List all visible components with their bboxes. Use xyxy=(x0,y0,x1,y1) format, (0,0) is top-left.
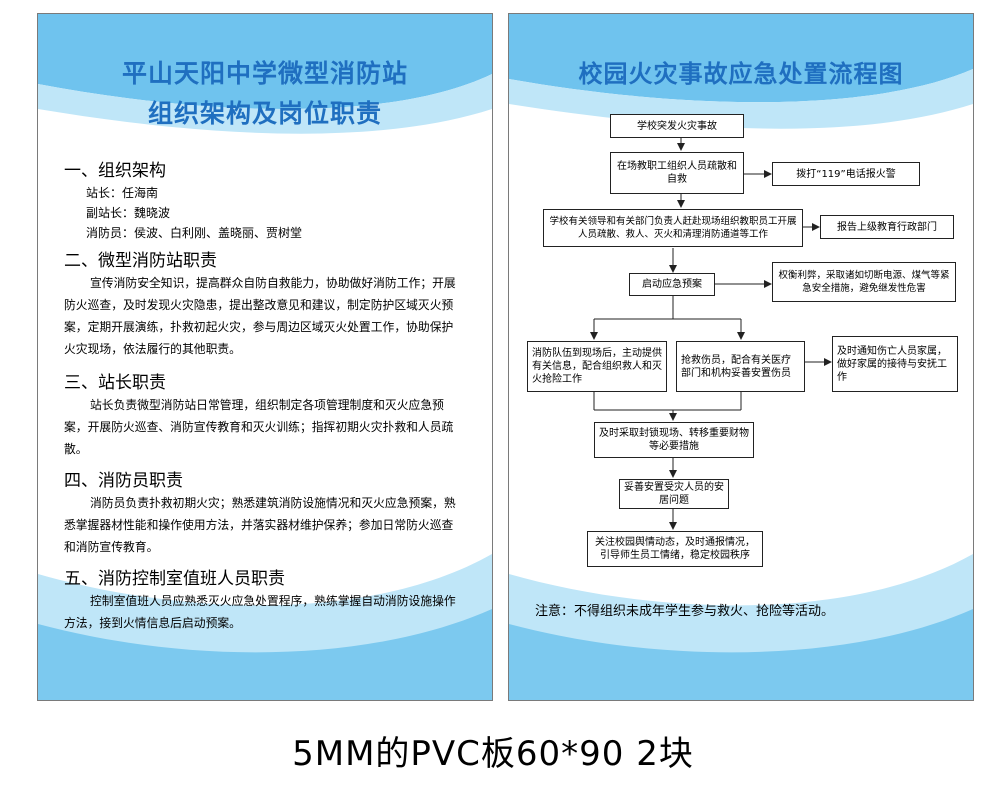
left-board: 平山天阳中学微型消防站 组织架构及岗位职责 一、组织架构 站长：任海南 副站长：… xyxy=(37,13,493,701)
flow-side-call-119: 拨打“119”电话报火警 xyxy=(772,162,920,186)
flow-step-fire-brigade: 消防队伍到现场后，主动提供有关信息，配合组织救人和灭火抢险工作 xyxy=(527,341,667,392)
flow-step-fire-incident: 学校突发火灾事故 xyxy=(610,114,744,138)
firefighter-list: 消防员：侯波、白利刚、盖晓丽、贾树堂 xyxy=(86,226,303,240)
section-heading-org: 一、组织架构 xyxy=(64,161,166,181)
board-title-line1: 平山天阳中学微型消防站 xyxy=(121,59,408,88)
flow-step-activate-plan: 启动应急预案 xyxy=(629,273,715,296)
flow-step-rescue-wounded: 抢救伤员，配合有关医疗部门和机构妥善安置伤员 xyxy=(676,341,805,392)
wave-background xyxy=(509,14,973,700)
flow-step-resettle: 妥善安置受灾人员的安居问题 xyxy=(619,479,729,509)
flow-step-evacuate: 在场教职工组织人员疏散和自救 xyxy=(610,152,744,194)
flow-side-safety-measures: 权衡利弊，采取诸如切断电源、煤气等紧急安全措施，避免继发性危害 xyxy=(772,262,956,302)
wave-background xyxy=(38,14,492,700)
chief-duties-text: 站长负责微型消防站日常管理，组织制定各项管理制度和灭火应急预案，开展防火巡查、消… xyxy=(64,398,454,456)
section-heading-chief-duties: 三、站长职责 xyxy=(64,373,166,393)
flowchart-note: 注意：不得组织未成年学生参与救火、抢险等活动。 xyxy=(535,604,835,619)
flow-step-leaders-organize: 学校有关领导和有关部门负责人赶赴现场组织教职员工开展人员疏散、救人、灭火和清理消… xyxy=(543,209,803,247)
firefighter-duties-text: 消防员负责扑救初期火灾；熟悉建筑消防设施情况和灭火应急预案，熟悉掌握器材性能和操… xyxy=(64,496,456,554)
flow-step-public-opinion: 关注校园舆情动态，及时通报情况，引导师生员工情绪，稳定校园秩序 xyxy=(587,531,763,567)
deputy-chief: 副站长：魏晓波 xyxy=(86,206,171,220)
flowchart-connectors xyxy=(590,138,832,530)
section-heading-control-room: 五、消防控制室值班人员职责 xyxy=(64,569,285,589)
section-heading-station-duties: 二、微型消防站职责 xyxy=(64,251,217,271)
section-heading-firefighter-duties: 四、消防员职责 xyxy=(64,471,183,491)
station-duties-text: 宣传消防安全知识，提高群众自防自救能力，协助做好消防工作；开展防火巡查，及时发现… xyxy=(64,276,456,356)
right-board: 校园火灾事故应急处置流程图 学校突发火灾事故 在场教 xyxy=(508,13,974,701)
control-room-text: 控制室值班人员应熟悉灭火应急处置程序，熟练掌握自动消防设施操作方法，接到火情信息… xyxy=(64,594,456,630)
flow-side-notify-families: 及时通知伤亡人员家属，做好家属的接待与安抚工作 xyxy=(832,336,958,392)
board-title-line2: 组织架构及岗位职责 xyxy=(147,99,382,128)
flow-side-report-bureau: 报告上级教育行政部门 xyxy=(820,215,954,239)
flowchart-title: 校园火灾事故应急处置流程图 xyxy=(578,60,904,88)
product-caption: 5MM的PVC板60*90 2块 xyxy=(292,734,694,774)
station-chief: 站长：任海南 xyxy=(86,186,159,200)
flow-step-secure-scene: 及时采取封锁现场、转移重要财物等必要措施 xyxy=(594,422,754,458)
